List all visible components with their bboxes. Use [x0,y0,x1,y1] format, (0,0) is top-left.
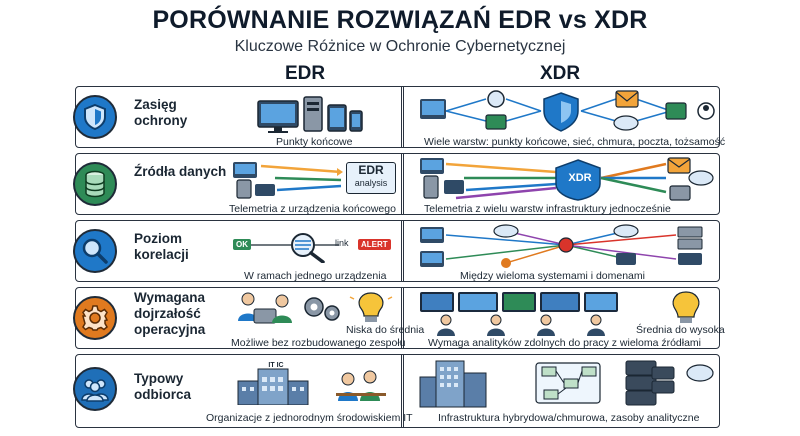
column-header-xdr: XDR [539,63,581,84]
column-divider [401,153,404,215]
edr-caption: Możliwe bez rozbudowanego zespołu [231,337,406,349]
edr-box-label: EDR [358,163,384,177]
edr-caption: Telemetria z urządzenia końcowego [229,203,396,215]
edr-analysis-box: EDR analysis [346,162,396,194]
edr-level: Niska do średnia [346,324,425,336]
row-label: Poziom korelacji [134,231,189,262]
column-header-edr: EDR [284,63,326,84]
building-sign: IT IC [268,362,284,369]
link-label: link [335,238,349,248]
row-operational-maturity: Wymagana dojrzałość operacyjna Niska do … [73,287,725,349]
xdr-hybrid-illustration [416,357,716,414]
magnifier-icon [73,229,117,273]
xdr-caption: Wymaga analityków zdolnych do pracy z wi… [428,337,702,349]
gear-icon [73,296,117,340]
xdr-caption: Wiele warstw: punkty końcowe, sieć, chmu… [424,136,726,148]
edr-telemetry-illustration [231,158,391,205]
edr-caption: Punkty końcowe [276,136,353,148]
xdr-telemetry-illustration [416,156,716,207]
page-subtitle: Kluczowe Różnice w Ochronie Cybernetyczn… [234,38,566,55]
row-label: Źródła danych [134,164,227,179]
xdr-caption: Między wieloma systemami i domenami [460,270,645,282]
column-divider [401,220,404,282]
edr-correlation-illustration: OK link ALERT [231,231,396,263]
row-data-sources: Źródła danych EDR analysis Telemetria z … [73,153,720,215]
xdr-layers-illustration [416,89,716,140]
edr-organization-illustration [236,359,396,410]
column-divider [401,287,404,349]
edr-caption: Organizacje z jednorodnym środowiskiem I… [206,412,413,424]
xdr-hub-label: XDR [568,172,592,184]
column-divider [401,354,404,428]
row-label: Wymagana dojrzałość operacyjna [134,290,206,337]
xdr-level: Średnia do wysoka [636,324,725,336]
column-divider [401,86,404,148]
edr-box-sublabel: analysis [354,178,388,188]
xdr-correlation-illustration [416,223,716,274]
row-correlation: Poziom korelacji OK link ALERT W ramach … [73,220,720,282]
ok-tag: OK [233,239,251,250]
database-icon [73,162,117,206]
endpoint-devices-illustration [256,93,366,140]
alert-tag: ALERT [358,239,391,250]
xdr-soc-illustration [416,290,716,341]
people-icon [73,367,117,411]
page-title: PORÓWNANIE ROZWIĄZAŃ EDR vs XDR [152,6,648,34]
xdr-caption: Infrastruktura hybrydowa/chmurowa, zasob… [438,412,700,424]
row-label: Typowy odbiorca [134,371,192,402]
shield-icon [73,95,117,139]
row-typical-audience: Typowy odbiorca IT IC Organizacje z jedn… [73,354,720,428]
xdr-caption: Telemetria z wielu warstw infrastruktury… [424,203,671,215]
edr-team-illustration [236,291,396,330]
edr-caption: W ramach jednego urządzenia [244,270,387,282]
row-coverage: Zasięg ochrony Punkty końcowe [73,86,725,148]
row-label: Zasięg ochrony [134,97,188,128]
